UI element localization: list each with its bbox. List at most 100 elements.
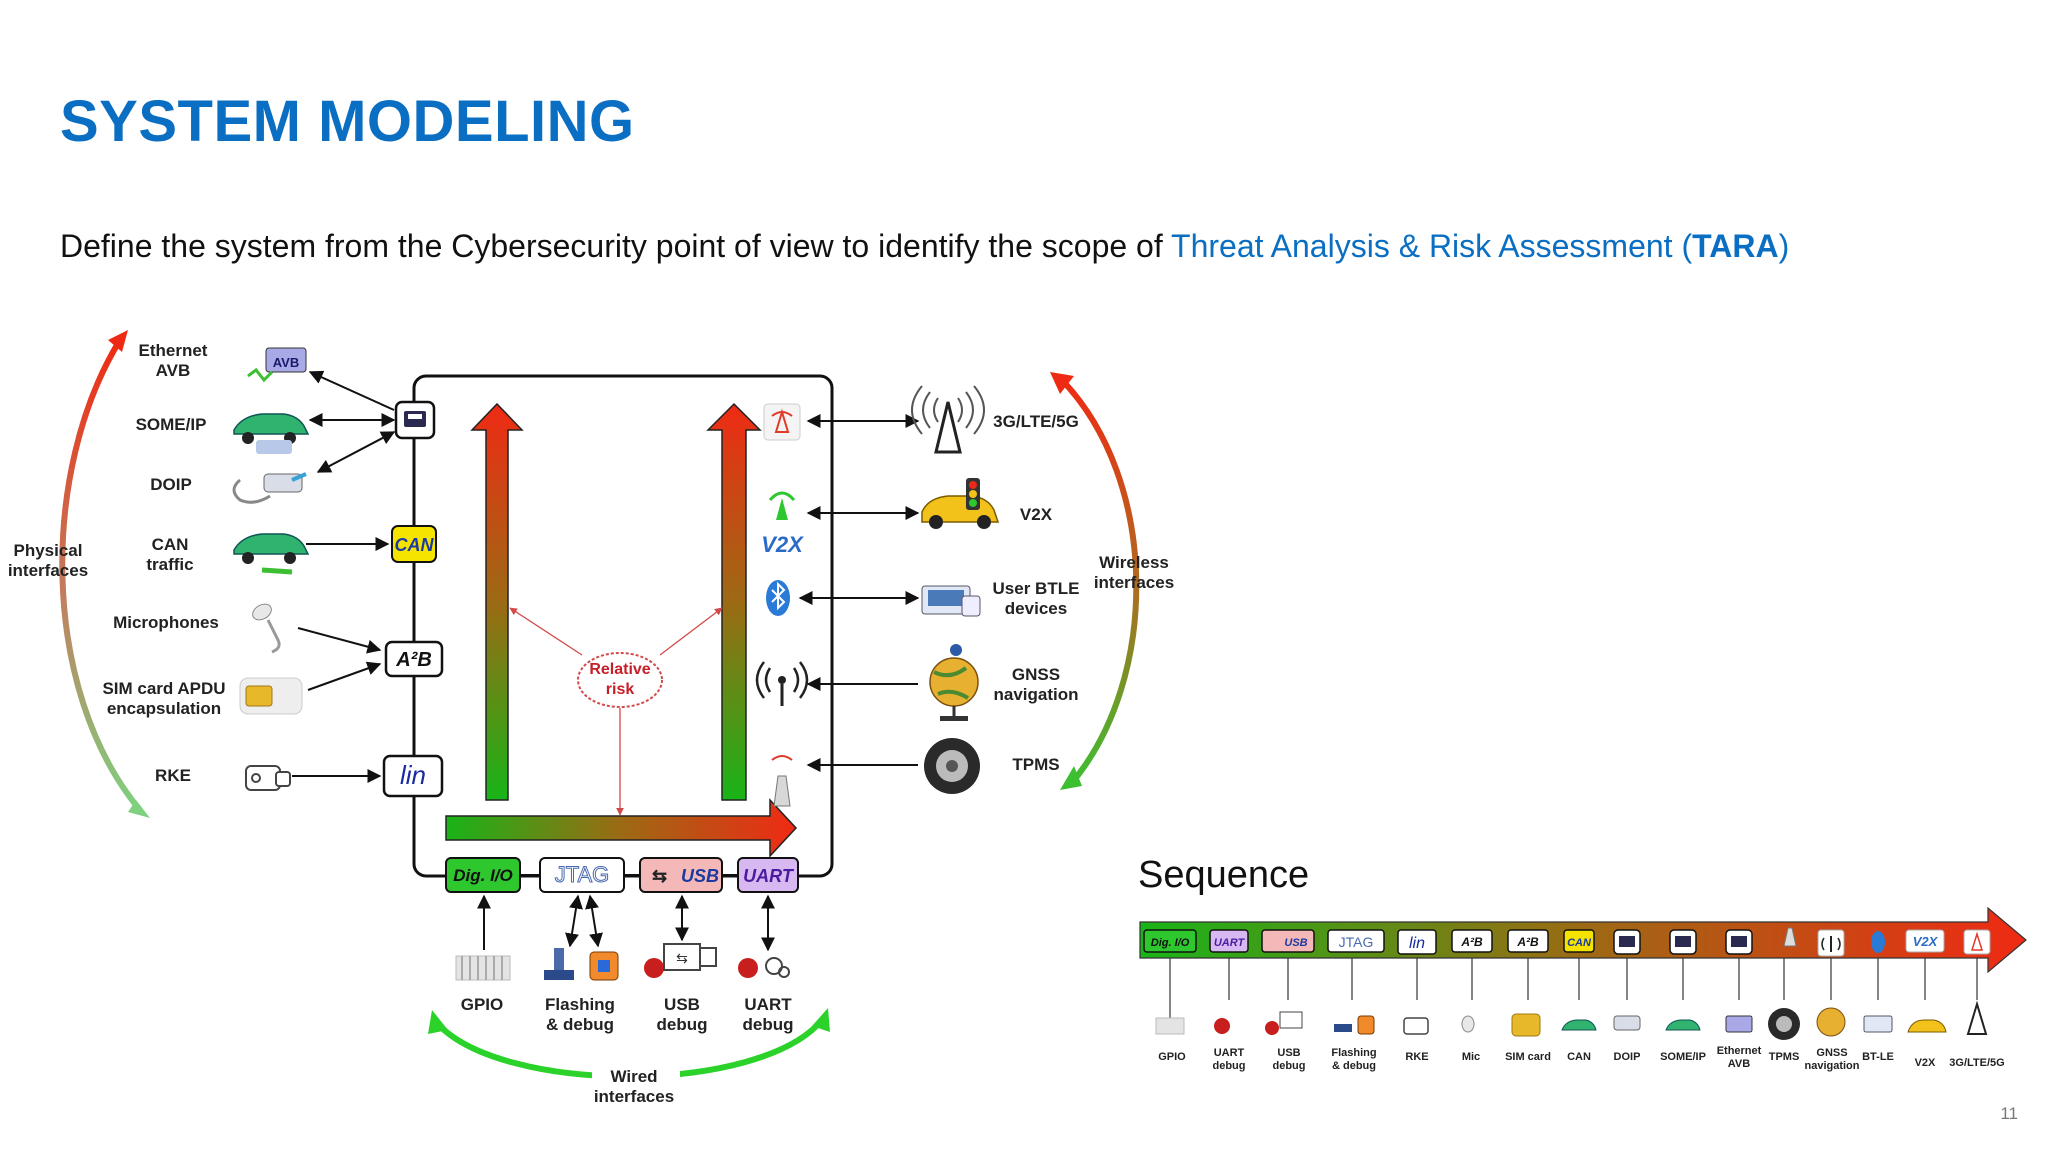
can-car-icon (233, 533, 310, 575)
arc-arrowhead (428, 1010, 448, 1034)
svg-text:UART: UART (1214, 937, 1246, 949)
arc-arrowhead (1060, 766, 1082, 790)
physical-item-microphones: Microphones (113, 613, 219, 632)
arc-arrowhead (812, 1008, 830, 1032)
physical-item-rke: RKE (155, 766, 191, 785)
arc-arrowhead (1050, 372, 1074, 394)
globe-navigation-icon (929, 644, 979, 721)
physical-item-sim-card-2: encapsulation (107, 699, 221, 718)
risk-arrow-bottom (445, 798, 798, 858)
seq-item-rke: RKE (1405, 1051, 1428, 1063)
physical-item-can-traffic: CAN (152, 535, 189, 554)
wireless-interfaces-label-1: Wireless (1099, 553, 1169, 572)
seq-item-doip: DOIP (1614, 1051, 1641, 1063)
relative-risk-label-1: Relative (589, 661, 650, 678)
seq-item-gnss: GNSS (1816, 1047, 1847, 1059)
seq-item-usb-debug-2: debug (1273, 1060, 1306, 1072)
seq-flashing-tool-icon (1334, 1015, 1375, 1035)
a2b-badge: A²B (384, 640, 444, 678)
wireless-item-user-btle: User BTLE (993, 579, 1080, 598)
connector-line (307, 661, 382, 691)
v2x-antenna-icon: V2X (761, 491, 804, 557)
btle-devices-icon (921, 585, 981, 617)
seq-taxi-icon (1907, 1019, 1947, 1033)
tara-acronym: TARA (1692, 228, 1779, 264)
wired-interfaces-label-1: Wired (610, 1067, 657, 1086)
physical-item-can-traffic-2: traffic (146, 555, 193, 574)
wireless-item-user-btle-2: devices (1005, 599, 1067, 618)
seq-item-ethernet-avb: Ethernet (1717, 1045, 1762, 1057)
wired-item-flashing-2: & debug (546, 1015, 614, 1034)
can-badge: CAN (391, 525, 437, 563)
seq-tire-icon (1768, 1008, 1800, 1040)
seq-item-sim-card: SIM card (1505, 1051, 1551, 1063)
svg-text:lin: lin (400, 760, 426, 790)
connector-line (565, 894, 583, 948)
wireless-interfaces-label-2: interfaces (1094, 573, 1174, 592)
ethernet-port-icon (394, 400, 436, 440)
seq-can-car-icon (1561, 1019, 1597, 1031)
lin-badge: lin (382, 754, 444, 798)
seq-item-gnss-2: navigation (1804, 1060, 1859, 1072)
bluetooth-icon (766, 580, 790, 616)
seq-v2x-icon: V2X (1905, 929, 1945, 953)
page-number: 11 (2000, 1104, 2018, 1123)
cell-tower-icon (911, 385, 985, 454)
seq-item-uart-debug: UART (1214, 1047, 1245, 1059)
wired-item-usb-debug-2: debug (657, 1015, 708, 1034)
connector-line (316, 431, 396, 473)
seq-ethernet-port-icon (1725, 929, 1753, 955)
diagnostic-connector-icon (232, 472, 307, 504)
seq-badge-a2b-2: A²B (1507, 929, 1549, 953)
seq-cell-tower-icon (1966, 1000, 1988, 1035)
arc-arrowhead (128, 800, 150, 818)
wireless-item-gnss: GNSS (1012, 665, 1060, 684)
svg-text:JTAG: JTAG (555, 862, 610, 887)
seq-key-fob-icon (1403, 1017, 1429, 1035)
slide-title: SYSTEM MODELING (60, 89, 635, 154)
wireless-item-tpms: TPMS (1012, 755, 1059, 774)
wireless-item-gnss-2: navigation (993, 685, 1078, 704)
tara-link-text: Threat Analysis & Risk Assessment ( (1171, 228, 1693, 264)
seq-some-ip-car-icon (1665, 1019, 1701, 1031)
physical-interfaces-arc (59, 338, 143, 812)
wireless-interfaces-arc (1057, 375, 1140, 787)
svg-text:UART: UART (743, 866, 795, 886)
seq-item-3g-lte-5g: 3G/LTE/5G (1949, 1057, 2004, 1069)
seq-item-v2x: V2X (1915, 1057, 1936, 1069)
physical-interfaces-label-1: Physical (14, 541, 83, 560)
seq-bluetooth-icon (1871, 931, 1885, 953)
tara-suffix: ) (1778, 228, 1790, 264)
svg-text:Dig. I/O: Dig. I/O (1151, 937, 1190, 949)
seq-cell-antenna-icon (1963, 929, 1991, 955)
seq-usb-bug-icon (1265, 1011, 1303, 1035)
seq-avb-icon (1725, 1015, 1753, 1033)
seq-uart-bug-icon (1214, 1018, 1230, 1034)
ethernet-avb-icon: AVB (247, 347, 307, 383)
seq-item-bt-le: BT-LE (1862, 1051, 1894, 1063)
svg-text:A²B: A²B (1516, 935, 1539, 949)
usb-badge: ⇆ USB (639, 857, 723, 893)
seq-item-mic: Mic (1462, 1051, 1480, 1063)
svg-text:⇆: ⇆ (676, 950, 688, 966)
wired-item-gpio: GPIO (461, 995, 504, 1014)
gnss-antenna-icon (755, 661, 809, 706)
seq-item-can: CAN (1567, 1051, 1591, 1063)
dig-io-badge: Dig. I/O (445, 857, 521, 893)
physical-item-some-ip: SOME/IP (136, 415, 207, 434)
physical-item-ethernet-avb: Ethernet (139, 341, 208, 360)
tara-link[interactable]: Threat Analysis & Risk Assessment (TARA) (1171, 228, 1789, 264)
sim-card-icon (239, 677, 303, 715)
svg-text:USB: USB (1284, 937, 1307, 949)
uart-bug-icon (738, 957, 790, 978)
tire-icon (924, 738, 980, 794)
svg-text:Dig. I/O: Dig. I/O (453, 866, 513, 885)
wired-item-flashing: Flashing (545, 995, 615, 1014)
key-fob-icon (245, 765, 291, 791)
seq-badge-uart: UART (1209, 929, 1249, 953)
svg-text:A²B: A²B (1460, 935, 1483, 949)
svg-text:AVB: AVB (273, 355, 299, 370)
relative-risk-node: Relative risk (509, 607, 723, 816)
seq-tpms-sensor-icon (1783, 927, 1797, 947)
seq-item-flashing-2: & debug (1332, 1060, 1376, 1072)
